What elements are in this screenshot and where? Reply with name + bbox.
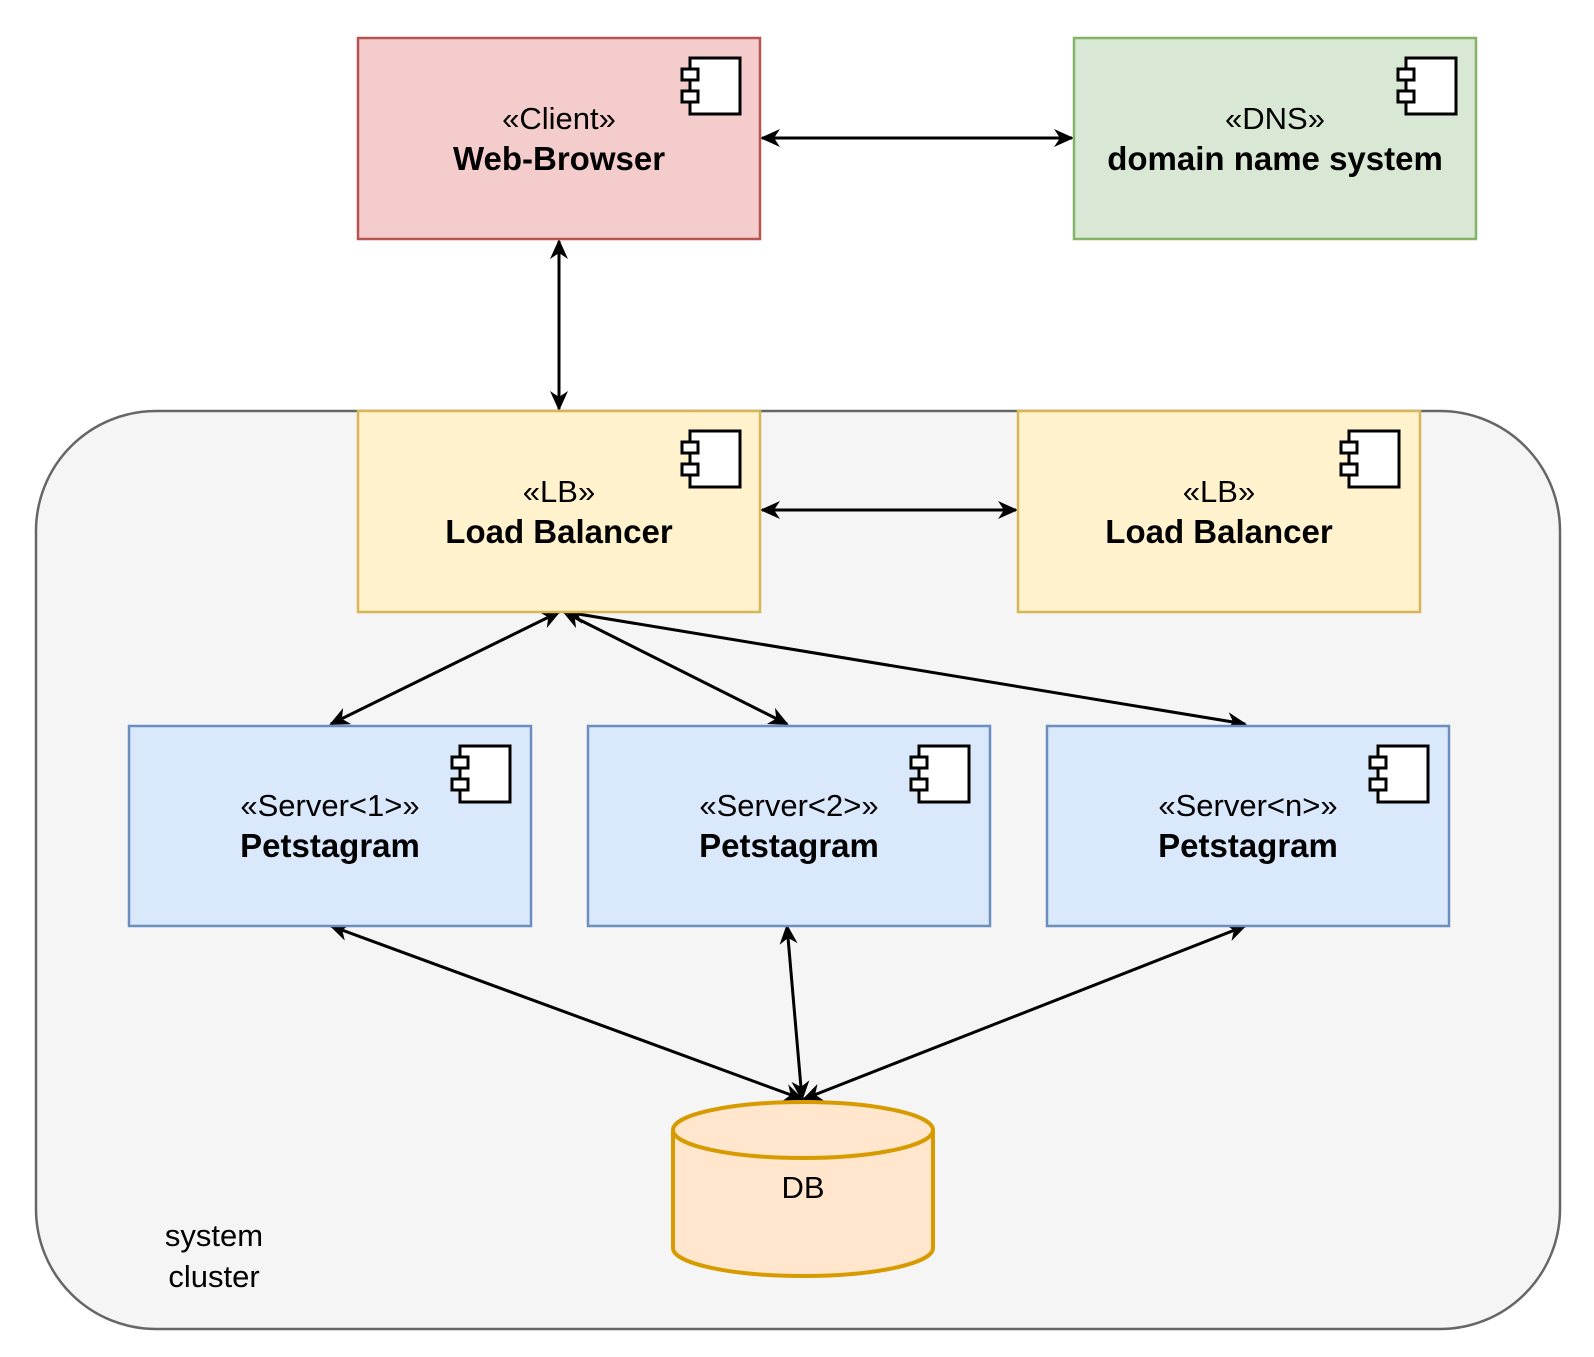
component-lb2[interactable]: «LB» Load Balancer [1016, 409, 1422, 614]
component-dns[interactable]: «DNS» domain name system [1072, 36, 1478, 241]
connector-lb1-servern[interactable] [564, 606, 1247, 730]
component-icon [450, 744, 512, 804]
component-stereotype: «DNS» [1225, 101, 1325, 136]
database-cylinder[interactable]: DB [671, 1100, 935, 1278]
connector-server1-db[interactable] [329, 923, 804, 1102]
connector-server2-db[interactable] [779, 924, 810, 1101]
database-label: DB [781, 1170, 824, 1205]
component-name: Petstagram [699, 827, 879, 864]
component-name: Load Balancer [1105, 513, 1333, 550]
component-stereotype: «Client» [502, 101, 616, 136]
component-servern[interactable]: «Server<n>» Petstagram [1045, 724, 1451, 928]
component-name: Petstagram [1158, 827, 1338, 864]
component-icon [1368, 744, 1430, 804]
component-server2[interactable]: «Server<2>» Petstagram [586, 724, 992, 928]
component-server1[interactable]: «Server<1>» Petstagram [127, 724, 533, 928]
connector-lb1-server1[interactable] [329, 610, 561, 726]
component-icon [909, 744, 971, 804]
connector-servern-db[interactable] [802, 924, 1247, 1101]
component-client[interactable]: «Client» Web-Browser [356, 36, 762, 241]
cluster-label-line2: cluster [168, 1259, 259, 1294]
component-name: Web-Browser [453, 140, 665, 177]
component-icon [1396, 56, 1458, 116]
cluster-label-line1: system [165, 1218, 263, 1253]
component-stereotype: «LB» [523, 474, 595, 509]
component-stereotype: «Server<1>» [240, 788, 419, 823]
component-name: Load Balancer [445, 513, 673, 550]
component-name: Petstagram [240, 827, 420, 864]
component-icon [1339, 429, 1401, 489]
component-stereotype: «Server<n>» [1158, 788, 1337, 823]
connectors [329, 129, 1247, 1102]
component-icon [680, 429, 742, 489]
component-stereotype: «LB» [1183, 474, 1255, 509]
component-name: domain name system [1107, 140, 1443, 177]
component-lb1[interactable]: «LB» Load Balancer [356, 409, 762, 614]
component-stereotype: «Server<2>» [699, 788, 878, 823]
component-icon [680, 56, 742, 116]
